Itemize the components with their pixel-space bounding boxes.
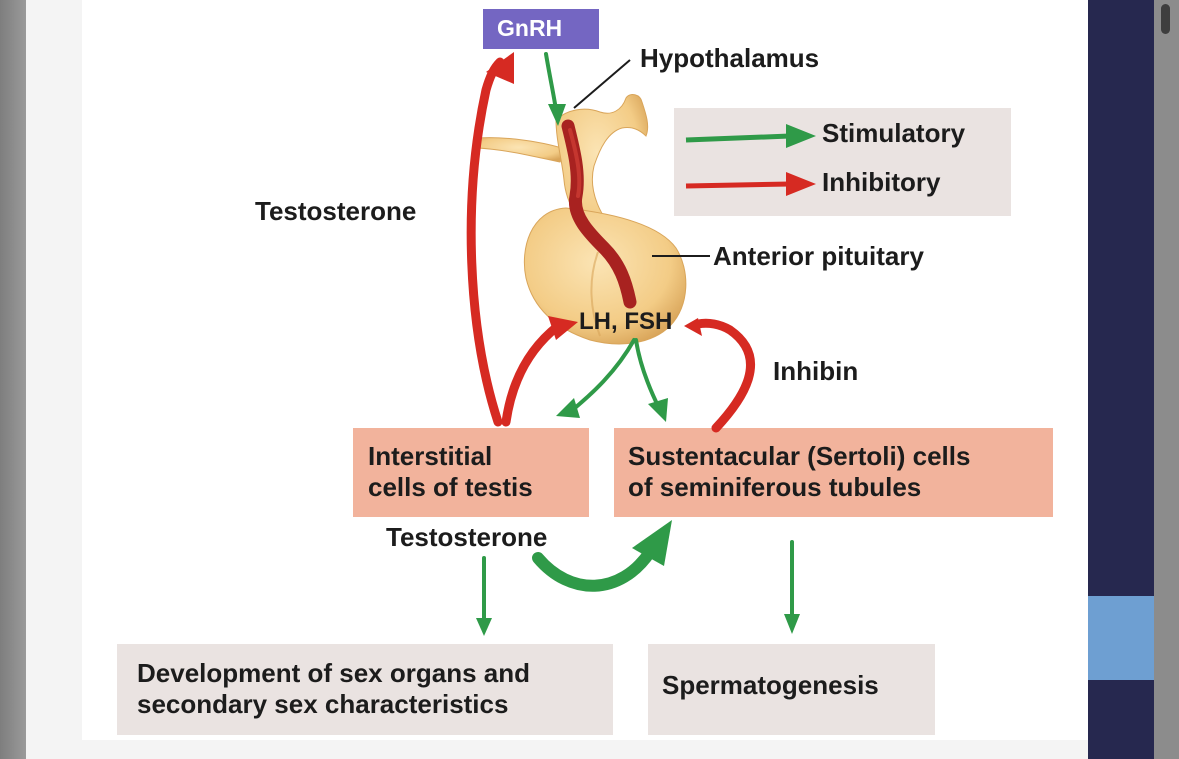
legend-inhibitory-label: Inhibitory	[822, 167, 941, 197]
anterior-pituitary-label: Anterior pituitary	[713, 241, 924, 271]
scrollbar-thumb[interactable]	[1161, 4, 1170, 34]
interstitial-cells-box	[353, 428, 589, 517]
spermatogenesis-label: Spermatogenesis	[662, 670, 879, 700]
legend-box	[674, 108, 1011, 216]
spermatogenesis-box	[648, 644, 935, 735]
sertoli-line-1: Sustentacular (Sertoli) cells	[628, 441, 971, 471]
sertoli-line-2: of seminiferous tubules	[628, 472, 922, 502]
development-line-1: Development of sex organs and	[137, 658, 530, 688]
gnrh-box	[483, 9, 599, 49]
inhibitory-arrowheads	[486, 52, 702, 340]
testosterone-to-sertoli-arrow	[532, 546, 656, 592]
hypothalamus-leader-line	[573, 59, 631, 109]
lh-fsh-label: LH, FSH	[579, 308, 673, 335]
legend-stimulatory-label: Stimulatory	[822, 118, 966, 148]
legend-inhibitory-arrow	[685, 172, 816, 196]
stimulatory-arrowheads	[476, 104, 800, 636]
testosterone-output-label: Testosterone	[386, 522, 548, 552]
legend-stimulatory-arrow	[685, 124, 816, 148]
development-box	[117, 644, 613, 735]
hypothalamus-label: Hypothalamus	[640, 43, 820, 73]
scrollbar-track[interactable]	[1154, 0, 1179, 759]
development-line-2: secondary sex characteristics	[137, 689, 509, 719]
side-panel-stripe	[1088, 596, 1154, 680]
left-margin	[0, 0, 26, 759]
testosterone-feedback-label: Testosterone	[255, 196, 417, 226]
interstitial-line-2: cells of testis	[368, 472, 533, 502]
gnrh-label: GnRH	[497, 15, 563, 41]
sertoli-cells-box	[614, 428, 1053, 517]
inhibin-label: Inhibin	[773, 356, 859, 386]
interstitial-line-1: Interstitial	[368, 441, 493, 471]
